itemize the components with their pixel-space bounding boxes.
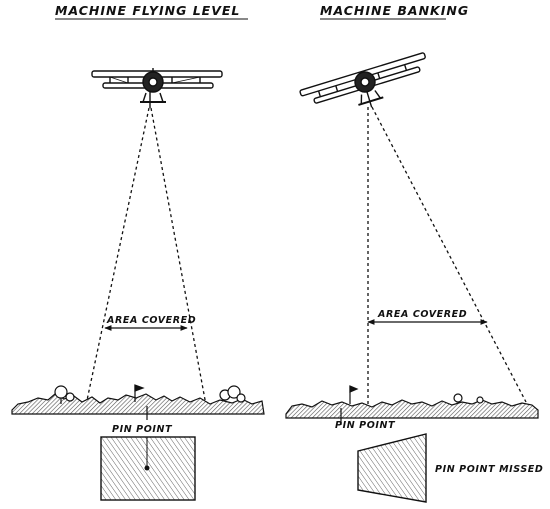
right-panel: MACHINE BANKING AREA COVERED — [285, 3, 543, 503]
flag-icon — [349, 385, 359, 404]
tree-icon — [453, 393, 484, 404]
biplane-banking-icon — [299, 52, 426, 108]
right-photo-frame — [357, 433, 427, 503]
biplane-level-icon — [91, 68, 223, 108]
left-panel-title: MACHINE FLYING LEVEL — [55, 3, 240, 18]
right-area-label: AREA COVERED — [377, 309, 467, 320]
right-pin-label: PIN POINT — [335, 420, 396, 431]
flag-icon — [134, 384, 145, 402]
left-cone-edge-left — [85, 107, 150, 406]
left-cone-edge-right — [150, 107, 207, 406]
right-panel-title: MACHINE BANKING — [320, 3, 469, 18]
left-panel: MACHINE FLYING LEVEL AREA COVERED — [11, 3, 265, 501]
left-area-label: AREA COVERED — [106, 315, 196, 326]
right-ground — [285, 399, 539, 419]
tree-icon — [54, 385, 246, 404]
right-cone-edge-right — [371, 106, 527, 403]
left-pin-label: PIN POINT — [112, 424, 173, 435]
left-photo-pin-dot — [144, 465, 150, 471]
right-missed-label: PIN POINT MISSED — [435, 464, 543, 475]
